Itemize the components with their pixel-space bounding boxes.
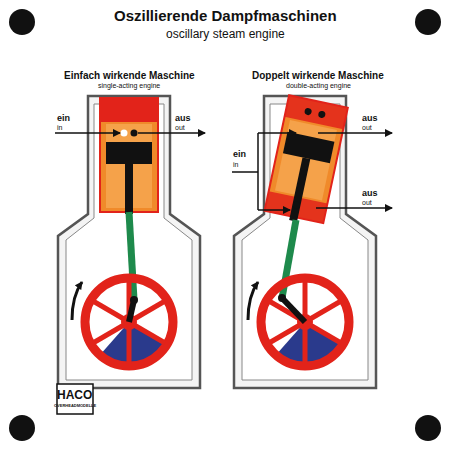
flow-label: aus xyxy=(362,114,378,124)
flow-label: out xyxy=(362,199,372,207)
engine-heading: Doppelt wirkende Maschine xyxy=(252,70,384,81)
logo-subtext: OVERHEADMODELLE xyxy=(54,404,96,408)
flow-label: in xyxy=(57,124,62,132)
flow-label: aus xyxy=(175,114,191,124)
engine-subheading: double-acting engine xyxy=(286,82,351,90)
flow-label: out xyxy=(362,124,372,132)
engine-heading: Einfach wirkende Maschine xyxy=(64,70,195,81)
flow-label: out xyxy=(175,124,185,132)
engine-subheading: single-acting engine xyxy=(98,82,160,90)
flow-label: aus xyxy=(362,189,378,199)
flow-label: ein xyxy=(233,150,246,160)
subtitle: oscillary steam engine xyxy=(166,28,285,41)
title: Oszillierende Dampfmaschinen xyxy=(114,8,337,25)
flow-label: in xyxy=(233,161,238,169)
flow-label: ein xyxy=(57,114,70,124)
logo-text: HACO xyxy=(57,389,92,402)
